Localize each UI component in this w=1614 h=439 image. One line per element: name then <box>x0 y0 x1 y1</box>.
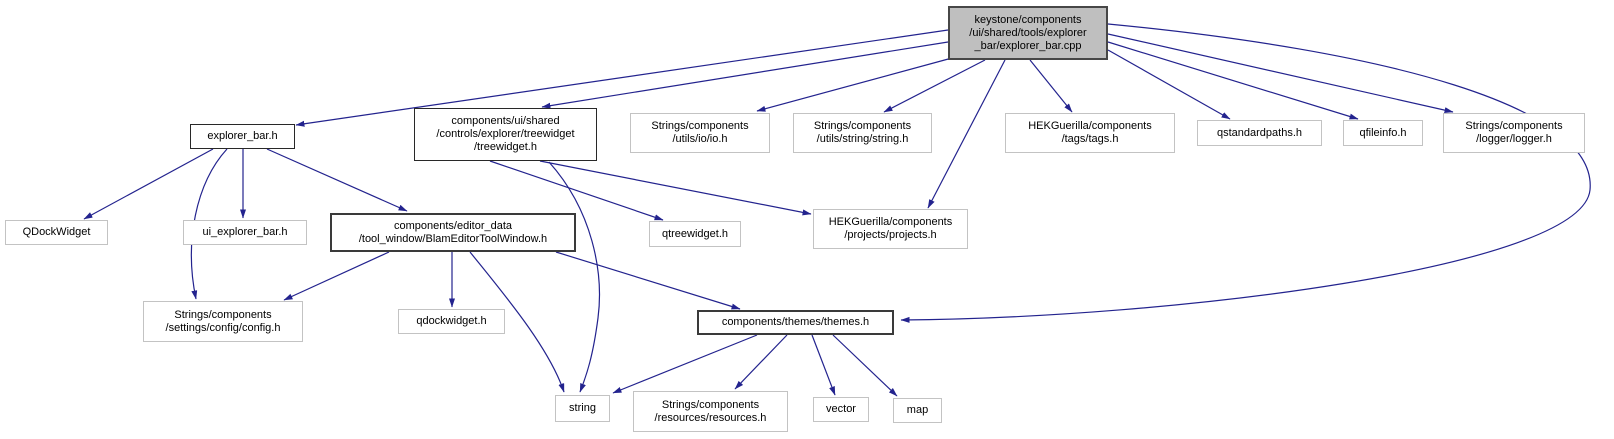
node-themes-h-label-line: components/themes/themes.h <box>721 316 870 328</box>
edge-explorer-bar-cpp-to-explorer-bar-h <box>295 29 949 127</box>
node-tags-h: HEKGuerilla/components/tags/tags.h <box>1005 113 1175 153</box>
node-qdockwidget-class-label-line: QDockWidget <box>22 226 91 238</box>
node-tags-h-label-line: /tags/tags.h <box>1061 133 1119 145</box>
node-string-util-h: Strings/components/utils/string/string.h <box>793 113 932 153</box>
node-explorer-bar-cpp-label-line: _bar/explorer_bar.cpp <box>974 39 1082 52</box>
graph-edges <box>83 23 1591 397</box>
node-resources-h: Strings/components/resources/resources.h <box>633 391 788 432</box>
edge-explorer-bar-h-to-config-h <box>190 148 228 300</box>
node-vector-label-line: vector <box>826 403 856 415</box>
edge-themes-h-to-string <box>612 334 758 394</box>
edge-explorer-bar-cpp-to-projects-h <box>927 59 1006 209</box>
edge-explorer-bar-h-to-blam-editor-tool-window-h <box>266 148 408 212</box>
node-explorer-bar-cpp-label-line: keystone/components <box>974 13 1082 26</box>
node-explorer-bar-cpp-label-line: /ui/shared/tools/explorer <box>969 26 1087 39</box>
node-tags-h-label-line: HEKGuerilla/components <box>1028 120 1152 132</box>
edge-blam-editor-tool-window-h-to-string <box>469 251 565 393</box>
edge-explorer-bar-cpp-to-qfileinfo-h <box>1107 41 1359 120</box>
edge-explorer-bar-cpp-to-string-util-h <box>883 59 986 113</box>
node-blam-editor-tool-window-h[interactable]: components/editor_data/tool_window/BlamE… <box>330 213 576 252</box>
node-io-h-label-line: Strings/components <box>651 120 749 132</box>
node-string-util-h-label-line: Strings/components <box>813 120 912 132</box>
node-resources-h-label-line: /resources/resources.h <box>654 411 767 424</box>
node-qfileinfo-h-label-line: qfileinfo.h <box>1359 126 1407 139</box>
edge-explorer-bar-cpp-to-treewidget-h <box>541 41 949 109</box>
node-projects-h-label-line: /projects/projects.h <box>844 229 937 241</box>
node-qtreewidget-h: qtreewidget.h <box>649 221 741 247</box>
edge-explorer-bar-cpp-to-tags-h <box>1029 59 1073 113</box>
node-string-label-line: string <box>569 402 596 414</box>
node-qdockwidget-h-label-line: qdockwidget.h <box>416 315 487 327</box>
edge-themes-h-to-map <box>832 334 898 397</box>
node-logger-h-label-line: /logger/logger.h <box>1476 133 1552 145</box>
edge-treewidget-h-to-string <box>548 161 601 393</box>
node-projects-h-label-line: HEKGuerilla/components <box>828 216 953 228</box>
node-treewidget-h-label-line: components/ui/shared <box>451 115 560 127</box>
node-string: string <box>555 395 610 422</box>
node-map-label-line: map <box>906 404 929 416</box>
node-qstandardpaths-h: qstandardpaths.h <box>1197 120 1322 146</box>
node-logger-h-label-line: Strings/components <box>1465 120 1563 132</box>
node-string-util-h-label-line: /utils/string/string.h <box>816 133 909 145</box>
node-config-h-label-line: /settings/config/config.h <box>165 321 281 334</box>
node-config-h-label-line: Strings/components <box>174 308 272 321</box>
node-treewidget-h[interactable]: components/ui/shared/controls/explorer/t… <box>414 108 597 161</box>
edge-explorer-bar-cpp-to-themes-h <box>900 23 1591 323</box>
node-explorer-bar-h-label-line: explorer_bar.h <box>207 130 278 142</box>
node-ui-explorer-bar-h: ui_explorer_bar.h <box>183 220 307 245</box>
edge-explorer-bar-cpp-to-logger-h <box>1107 33 1454 114</box>
node-treewidget-h-label-line: /treewidget.h <box>474 141 537 153</box>
edge-explorer-bar-h-to-qdockwidget-class <box>83 148 214 220</box>
node-map: map <box>893 398 942 423</box>
node-resources-h-label-line: Strings/components <box>661 398 760 411</box>
node-themes-h[interactable]: components/themes/themes.h <box>697 310 894 335</box>
node-qdockwidget-class: QDockWidget <box>5 220 108 245</box>
node-explorer-bar-h[interactable]: explorer_bar.h <box>190 124 295 149</box>
node-qdockwidget-h: qdockwidget.h <box>398 309 505 334</box>
node-logger-h: Strings/components/logger/logger.h <box>1443 113 1585 153</box>
node-explorer-bar-cpp: keystone/components/ui/shared/tools/expl… <box>948 6 1108 60</box>
edge-blam-editor-tool-window-h-to-config-h <box>283 251 390 301</box>
edge-themes-h-to-vector <box>811 334 836 396</box>
node-treewidget-h-label-line: /controls/explorer/treewidget <box>436 128 575 140</box>
node-config-h: Strings/components/settings/config/confi… <box>143 301 303 342</box>
edge-themes-h-to-resources-h <box>734 334 788 390</box>
node-blam-editor-tool-window-h-label-line: components/editor_data <box>393 219 513 232</box>
node-qfileinfo-h: qfileinfo.h <box>1343 120 1423 146</box>
edge-treewidget-h-to-projects-h <box>539 160 812 216</box>
node-io-h-label-line: /utils/io/io.h <box>672 133 728 145</box>
node-qtreewidget-h-label-line: qtreewidget.h <box>661 227 729 240</box>
edge-explorer-bar-cpp-to-qstandardpaths-h <box>1107 49 1231 120</box>
node-ui-explorer-bar-h-label-line: ui_explorer_bar.h <box>202 226 288 238</box>
node-blam-editor-tool-window-h-label-line: /tool_window/BlamEditorToolWindow.h <box>358 232 548 245</box>
node-vector: vector <box>813 397 869 422</box>
edge-blam-editor-tool-window-h-to-themes-h <box>555 251 741 310</box>
node-projects-h: HEKGuerilla/components/projects/projects… <box>813 209 968 249</box>
node-qstandardpaths-h-label-line: qstandardpaths.h <box>1216 126 1302 139</box>
node-io-h: Strings/components/utils/io/io.h <box>630 113 770 153</box>
edge-treewidget-h-to-qtreewidget-h <box>489 160 664 221</box>
edge-explorer-bar-cpp-to-io-h <box>756 57 953 112</box>
